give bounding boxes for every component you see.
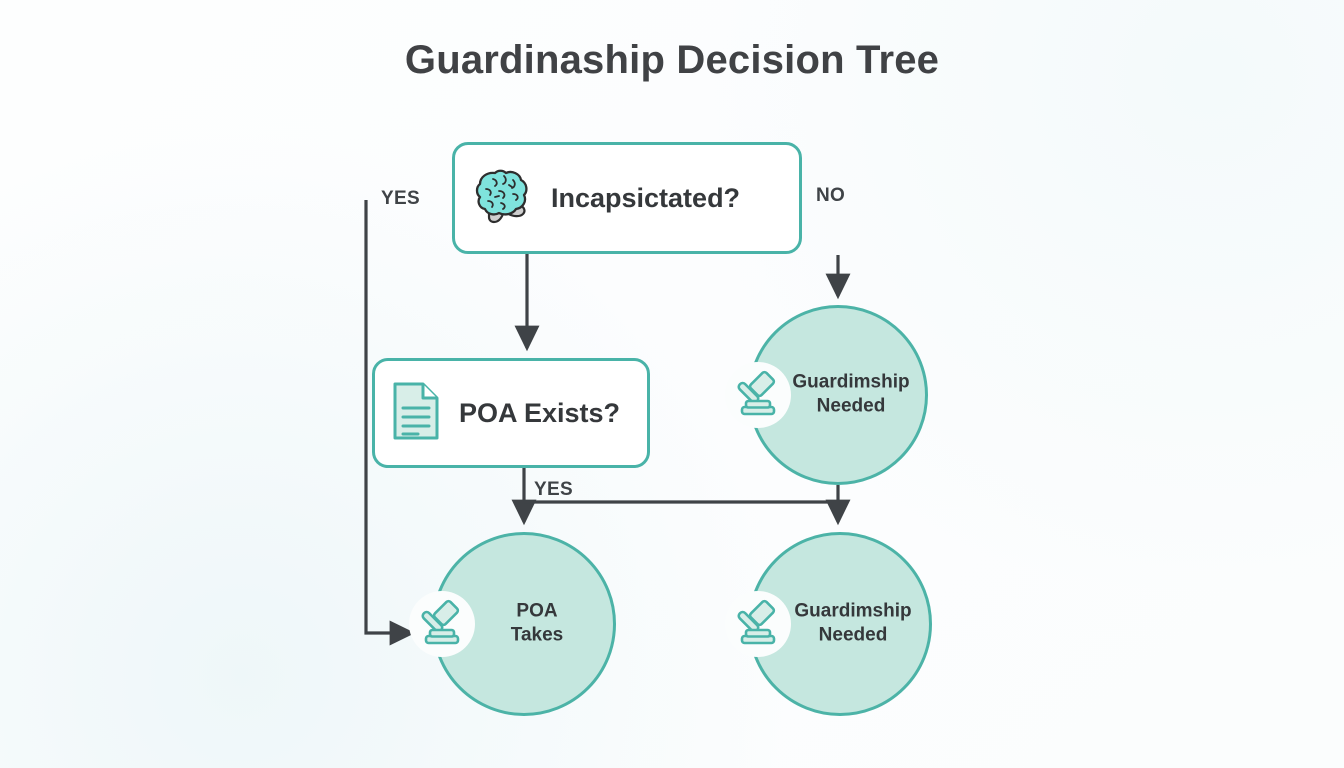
terminal-node-guardianship-needed-no[interactable]: Guardimship Needed <box>725 305 928 485</box>
edge-label-no-incapacitated: NO <box>816 185 846 206</box>
terminal-node-poa-takes[interactable]: POA Takes <box>409 532 616 716</box>
terminal-node-label: POA Takes <box>435 600 613 649</box>
terminal-label-line-1: POA <box>516 600 558 622</box>
decision-node-incapacitated[interactable]: Incapsictated? <box>452 142 802 254</box>
page-title: Guardinaship Decision Tree <box>404 38 940 82</box>
terminal-node-guardianship-needed-poa-no[interactable]: Guardimship Needed <box>725 532 932 716</box>
terminal-label-line-2: Takes <box>510 625 564 646</box>
terminal-node-label: Guardimship Needed <box>751 371 925 420</box>
decision-node-label: Incapsictated? <box>551 182 741 213</box>
terminal-node-label: Guardimship Needed <box>751 600 929 649</box>
gavel-icon <box>725 362 791 428</box>
decision-node-poa-exists[interactable]: POA Exists? <box>372 358 650 468</box>
terminal-label-line-2: Needed <box>818 625 888 646</box>
gavel-icon <box>725 591 791 657</box>
terminal-label-line-1: Guardimship <box>792 371 910 393</box>
gavel-icon <box>409 591 475 657</box>
edge-label-yes-incapacitated: YES <box>381 188 420 209</box>
document-icon <box>389 380 443 447</box>
terminal-label-line-2: Needed <box>816 396 886 417</box>
terminal-label-line-1: Guardimship <box>794 600 912 622</box>
brain-icon <box>473 167 535 230</box>
edge-label-yes-poa-exists: YES <box>534 479 573 500</box>
decision-node-label: POA Exists? <box>459 397 621 428</box>
